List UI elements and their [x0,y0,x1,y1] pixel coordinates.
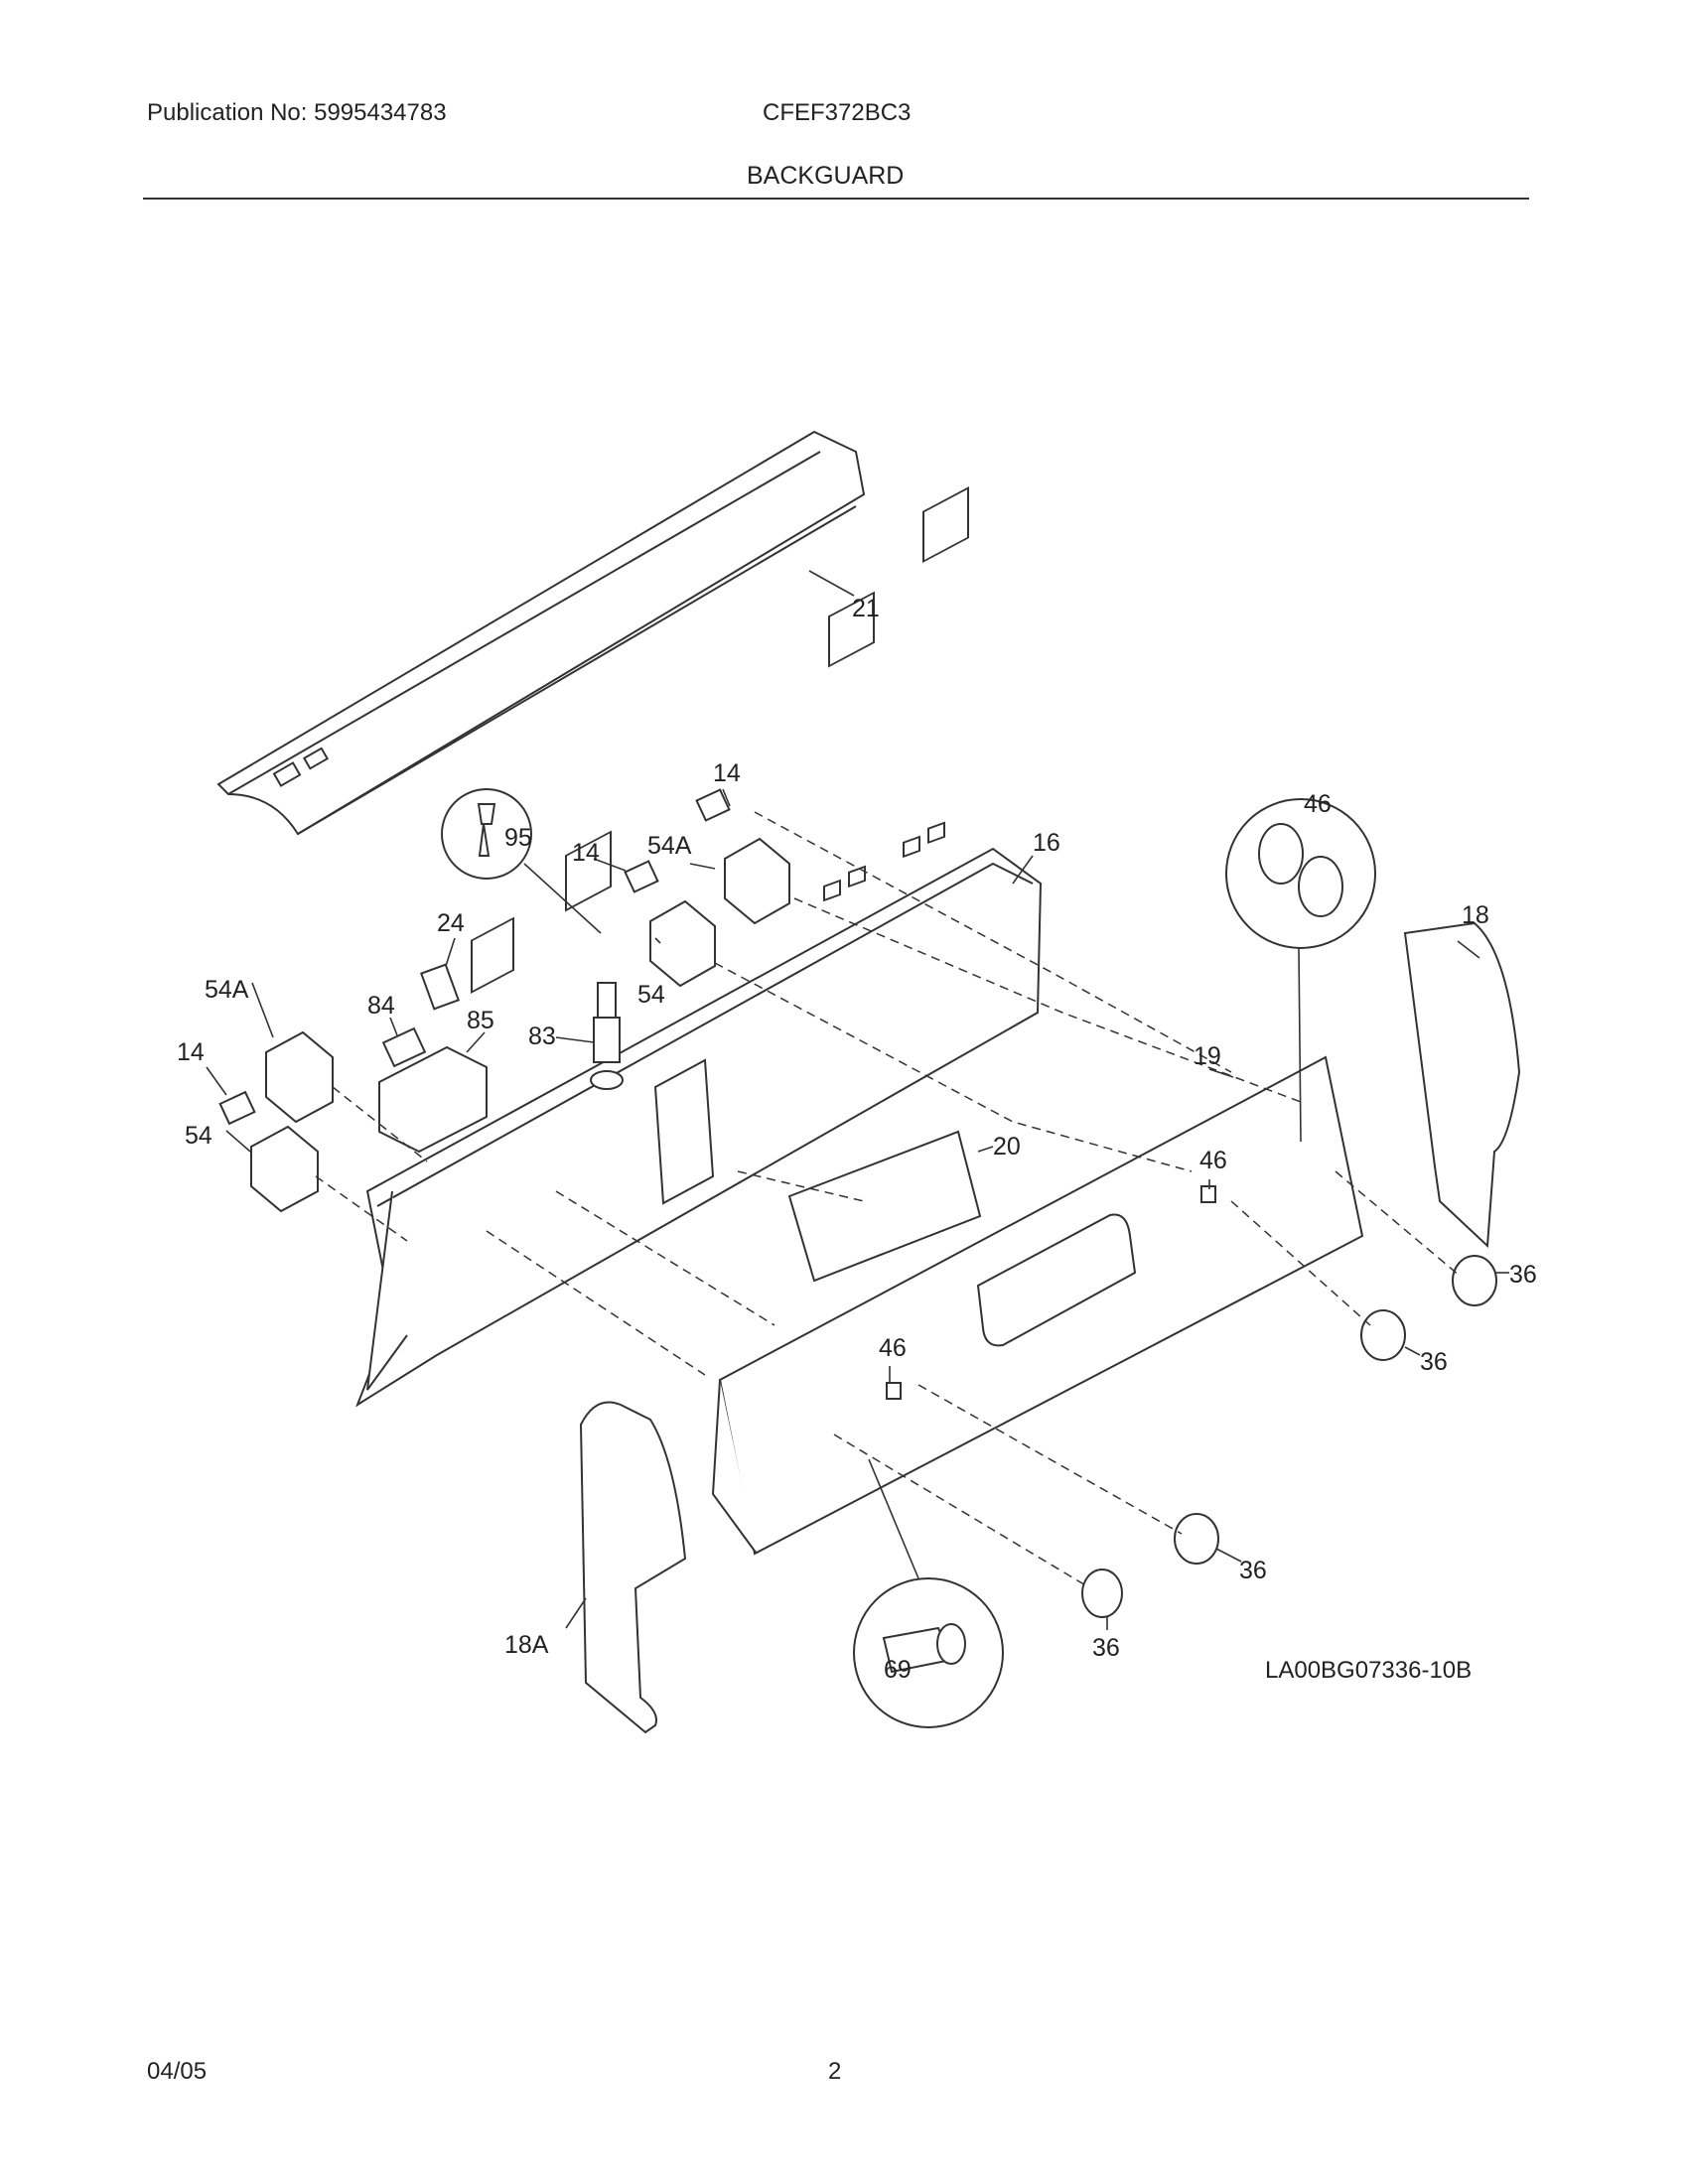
callout-54-left: 54 [185,1122,212,1150]
callout-54-mid: 54 [637,981,665,1009]
part-24-rocker-switch [420,963,460,1011]
part-21-top-trim [216,430,866,836]
callout-85: 85 [467,1007,494,1034]
callout-46-detail: 46 [1304,790,1332,818]
callout-14-left: 14 [177,1038,205,1066]
part-36-knob-c [1174,1513,1219,1565]
callout-84: 84 [367,992,395,1020]
callout-36-d: 36 [1092,1634,1120,1662]
part-20-electronic-control [787,821,982,1283]
callout-24: 24 [437,909,465,937]
page-number: 2 [828,2058,842,2085]
part-46-spacer-left [886,1382,902,1400]
part-46-spacer-right [1200,1185,1216,1203]
detail-circle-46 [1225,798,1376,949]
callout-36-b: 36 [1420,1348,1448,1376]
model-number: CFEF372BC3 [763,99,912,126]
callout-54A-left: 54A [205,976,249,1004]
callout-14-mid: 14 [572,839,600,867]
callout-14-top: 14 [713,759,741,787]
part-85-receptacle-box [378,1045,488,1154]
part-54-switch-left [250,1125,319,1213]
part-54-switch-mid [649,899,716,988]
callout-19: 19 [1194,1042,1221,1070]
callout-46-left: 46 [879,1334,907,1362]
callout-69: 69 [884,1656,912,1684]
part-83-lamp-socket [590,982,624,1090]
detail-circle-69 [853,1577,1004,1728]
callout-46-right: 46 [1199,1147,1227,1174]
part-14-terminal-mid [624,860,659,893]
callout-16: 16 [1033,829,1060,857]
part-19-control-panel [711,1055,1364,1556]
header-divider [143,198,1529,200]
part-14-terminal-left [218,1090,256,1126]
callout-20: 20 [993,1133,1021,1160]
footer-date: 04/05 [147,2058,208,2085]
callout-54A-top: 54A [647,832,692,860]
part-36-knob-d [1081,1569,1123,1618]
part-36-knob-b [1360,1309,1406,1361]
part-18A-end-cap-left [579,1401,687,1734]
page-title: BACKGUARD [747,162,905,190]
callout-21: 21 [852,595,880,622]
part-54A-switch-top [724,837,790,925]
detail-circle-95 [441,788,532,880]
callout-83: 83 [528,1023,556,1050]
callout-36-c: 36 [1239,1557,1267,1584]
part-18-end-cap-right [1403,921,1521,1249]
callout-18: 18 [1462,901,1489,929]
part-54A-switch-left [265,1030,334,1124]
callout-36-a: 36 [1509,1261,1537,1289]
callout-95: 95 [504,824,532,852]
part-14-terminal-top [695,788,731,822]
diagram-reference-code: LA00BG07336-10B [1265,1657,1472,1684]
part-84-indicator [381,1026,427,1068]
part-16-rear-panel [354,486,1043,1408]
part-36-knob-a [1452,1255,1497,1306]
callout-18A: 18A [504,1631,549,1659]
publication-number: Publication No: 5995434783 [147,99,447,126]
